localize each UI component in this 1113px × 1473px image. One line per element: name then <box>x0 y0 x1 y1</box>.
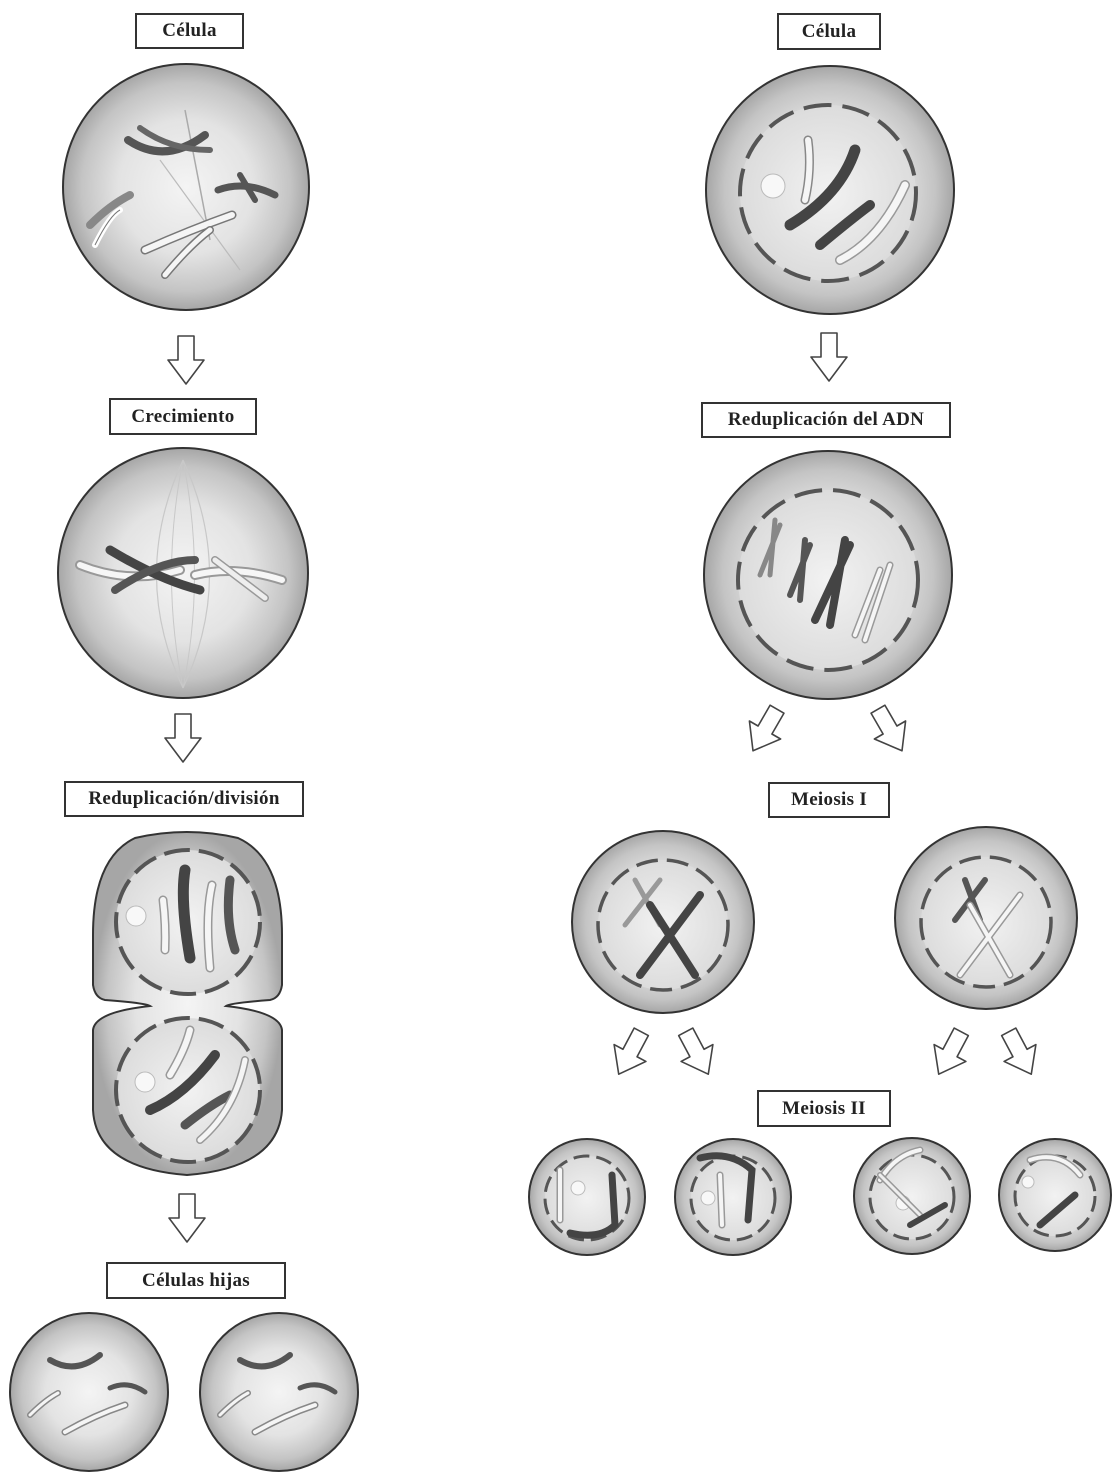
arrow-down-icon <box>603 1023 657 1082</box>
arrow-down-icon <box>993 1023 1047 1082</box>
cell-meiosis-2-b <box>675 1139 791 1255</box>
arrow-down-icon <box>670 1023 724 1082</box>
cell-meiosis-2-a <box>529 1139 645 1255</box>
arrow-down-icon <box>168 336 204 384</box>
cell-celula-left <box>63 64 309 310</box>
cell-celula-right <box>706 66 954 314</box>
arrow-down-icon <box>923 1023 977 1082</box>
cell-crecimiento <box>58 448 308 698</box>
arrow-down-icon <box>862 700 917 760</box>
cell-reduplicacion-adn <box>704 451 952 699</box>
cell-meiosis-1-b <box>895 827 1077 1009</box>
arrow-down-icon <box>811 333 847 381</box>
cell-dividing <box>93 832 282 1175</box>
arrow-down-icon <box>737 700 792 760</box>
cell-daughter-2 <box>200 1313 358 1471</box>
cell-meiosis-1-a <box>572 831 754 1013</box>
cell-daughter-1 <box>10 1313 168 1471</box>
cell-meiosis-2-c <box>854 1138 970 1254</box>
arrow-down-icon <box>165 714 201 762</box>
arrow-down-icon <box>169 1194 205 1242</box>
cell-meiosis-2-d <box>999 1139 1111 1251</box>
